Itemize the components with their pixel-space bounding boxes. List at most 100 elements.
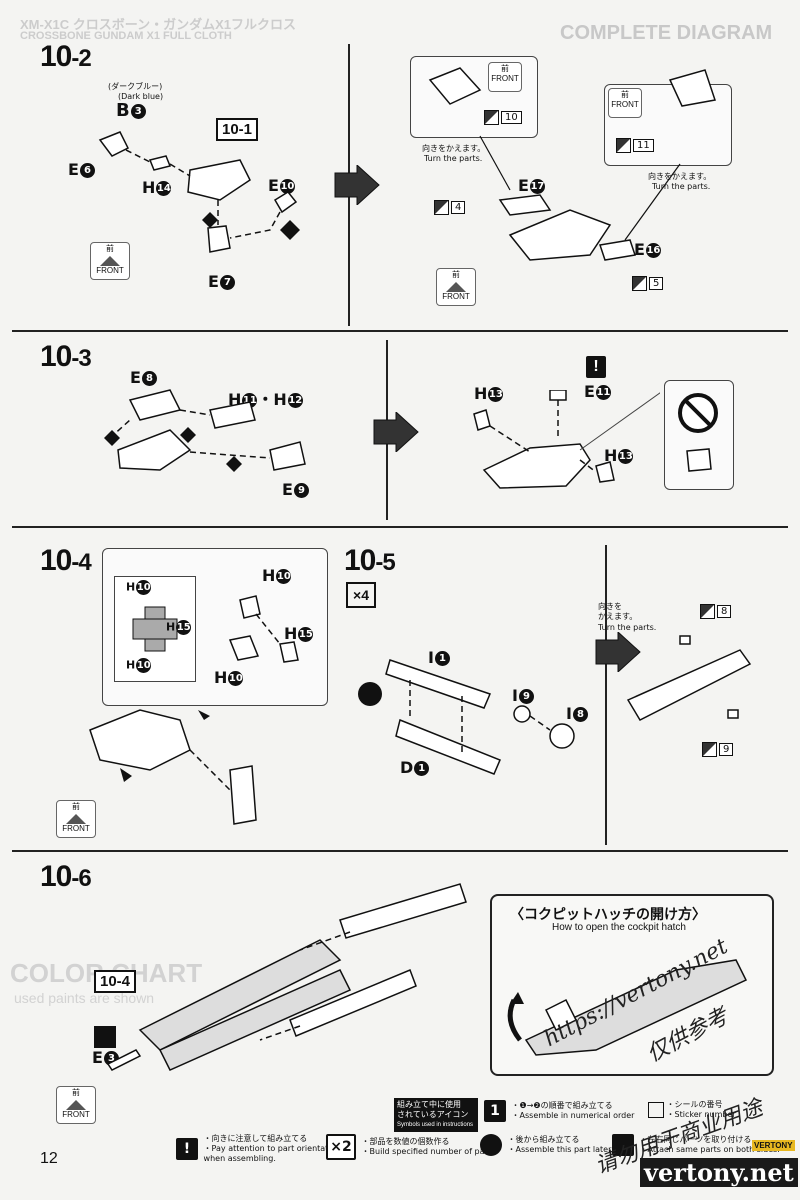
illustration-10-5 xyxy=(358,659,575,775)
turn-note-jp-3b: かえます。 xyxy=(598,612,638,621)
part-shape-e7 xyxy=(207,225,231,253)
legend-orient-en1: ・Pay attention to part orientation xyxy=(203,1144,341,1153)
prohibited-icon xyxy=(678,393,718,472)
legend-count-en: ・Build specified number of parts. xyxy=(361,1147,498,1156)
sticker-legend-icon xyxy=(648,1102,664,1118)
quantity-x4: ×4 xyxy=(346,582,376,608)
assemble-later-legend-icon xyxy=(480,1134,502,1156)
order-icon: 1 xyxy=(484,1100,506,1122)
step-arrow-10-5 xyxy=(595,632,641,672)
same-parts-icon xyxy=(612,1134,634,1156)
illustration-10-5-right xyxy=(626,635,752,721)
illustration-10-2-right xyxy=(428,67,716,261)
part-shape-e3 xyxy=(106,1049,142,1071)
divider-row3 xyxy=(12,850,788,852)
legend-same-jp: ・左右同じパーツを取り付ける xyxy=(639,1135,752,1144)
legend-count: ×2 ・部品を数値の個数作る ・Build specified number o… xyxy=(326,1134,498,1160)
illustration-10-3-left xyxy=(104,389,306,472)
b3-color-note-en: (Dark blue) xyxy=(118,92,164,101)
ref-10-4: 10-4 xyxy=(94,970,137,993)
assemble-later-icon xyxy=(358,682,382,706)
illustration-10-3-right xyxy=(473,390,660,489)
legend-assemble-later: ・後から組み立てる ・Assemble this part later. xyxy=(480,1134,613,1156)
step-10-6-title: 10-6 xyxy=(40,860,92,893)
step-10-3-title: 10-3 xyxy=(40,340,92,373)
sticker-4: 4 xyxy=(434,200,466,215)
legend-back-en: ・Assemble this part later. xyxy=(507,1145,614,1154)
legend-order-en: ・Assemble in numerical order xyxy=(511,1111,635,1120)
legend-order-jp: ・❶→❷の順番で組み立てる xyxy=(511,1101,613,1110)
illustration-10-4 xyxy=(89,595,299,825)
legend-header-box: 組み立て中に使用 されているアイコン Symbols used in instr… xyxy=(394,1098,478,1132)
divider-row1 xyxy=(12,330,788,332)
illustration-10-2-left xyxy=(98,131,300,253)
sticker-8: 8 xyxy=(700,604,732,619)
sticker-10: 10 xyxy=(484,110,522,125)
b3-color-note-jp: (ダークブルー) xyxy=(108,82,163,91)
turn-note-jp-3a: 向きを xyxy=(598,602,622,611)
cockpit-title-jp: 〈コクピットハッチの開け方〉 xyxy=(510,907,706,923)
callout-e17-turn xyxy=(410,56,538,138)
bg-print-through-top2: CROSSBONE GUNDAM X1 FULL CLOTH xyxy=(20,30,232,42)
legend-count-jp: ・部品を数値の個数作る xyxy=(361,1137,450,1146)
part-shape-e6 xyxy=(98,131,130,157)
legend-orient-en2: when assembling. xyxy=(203,1154,276,1163)
legend-sticker-jp: ・シールの番号 xyxy=(666,1100,723,1109)
part-shape-10-4-body xyxy=(89,709,191,771)
illustration-10-6 xyxy=(106,883,467,1071)
part-shape-e10 xyxy=(273,191,298,214)
legend-same-en: ・Attach same parts on both sides. xyxy=(639,1145,780,1154)
legend-header-jp-1: 組み立て中に使用 xyxy=(397,1100,461,1109)
step-10-5-title: 10-5 xyxy=(344,544,396,577)
step-10-4-title: 10-4 xyxy=(40,544,92,577)
turn-note-jp-2: 向きをかえます。 xyxy=(648,172,712,181)
turn-note-en-3: Turn the parts. xyxy=(598,623,657,632)
bg-print-through-right: COMPLETE DIAGRAM xyxy=(560,22,773,44)
legend-orientation: ! ・向きに注意して組み立てる ・Pay attention to part o… xyxy=(176,1134,341,1164)
sticker-9: 9 xyxy=(702,742,734,757)
turn-note-jp-1: 向きをかえます。 xyxy=(422,144,486,153)
page-number: 12 xyxy=(40,1150,58,1167)
both-sides-icon xyxy=(94,1026,116,1048)
divider-row2 xyxy=(12,526,788,528)
sticker-5: 5 xyxy=(632,276,664,291)
callout-prohibited xyxy=(664,380,734,490)
order-marker-1 xyxy=(280,220,300,240)
inset-cross-part xyxy=(132,606,178,652)
legend-sticker: ・シールの番号 ・Sticker number xyxy=(648,1100,736,1120)
turn-note-en-2: Turn the parts. xyxy=(652,182,711,191)
part-shape-h14 xyxy=(148,155,172,171)
watermark-brand: VERTONY xyxy=(752,1140,795,1151)
caution-icon: ! xyxy=(586,356,606,378)
count-icon: ×2 xyxy=(326,1134,356,1160)
bg-print-through-used: used paints are shown xyxy=(14,990,155,1006)
legend-same-parts: ・左右同じパーツを取り付ける ・Attach same parts on bot… xyxy=(612,1134,780,1156)
part-shape-body-2 xyxy=(508,209,612,261)
step-arrow-10-3 xyxy=(373,412,419,452)
orientation-icon: ! xyxy=(176,1138,198,1160)
turn-note-en-1: Turn the parts. xyxy=(424,154,483,163)
legend-sticker-en: ・Sticker number xyxy=(666,1110,736,1119)
legend-header-jp-2: されているアイコン xyxy=(397,1110,469,1119)
front-indicator-callout-1: 前FRONT xyxy=(488,62,522,92)
